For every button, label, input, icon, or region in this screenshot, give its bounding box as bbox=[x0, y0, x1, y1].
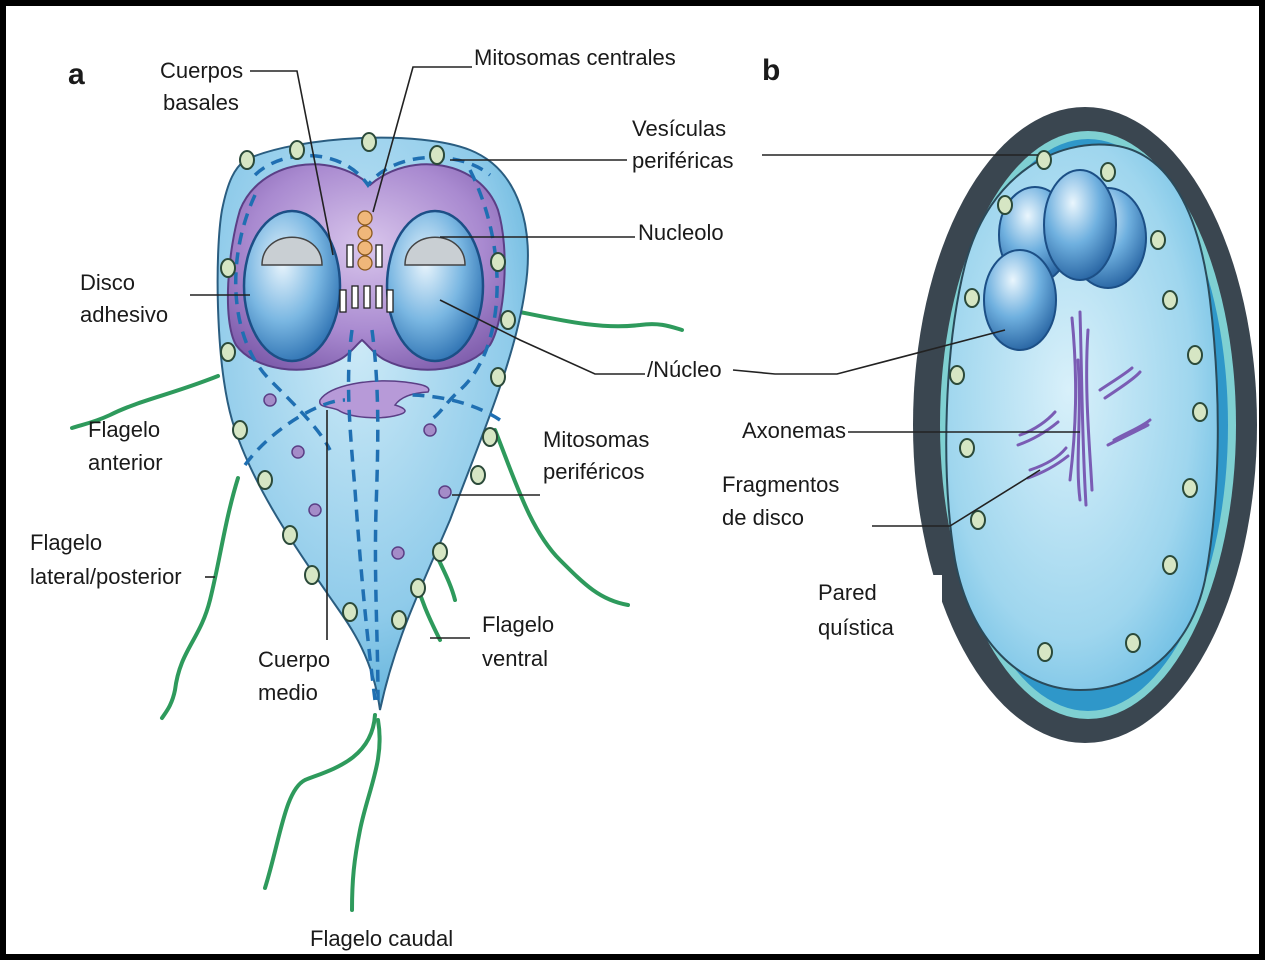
label-cuerpo-medio-2: medio bbox=[258, 680, 318, 705]
flagelo-posterior-right bbox=[495, 430, 628, 605]
flagelo-lateral bbox=[162, 478, 238, 718]
wall-notch bbox=[930, 575, 942, 607]
label-mitosomas-perifericos-2: periféricos bbox=[543, 459, 644, 484]
label-pared-1: Pared bbox=[818, 580, 877, 605]
flagelo-anterior-right bbox=[510, 310, 682, 330]
nucleo-derecho bbox=[387, 211, 483, 361]
label-fragmentos-1: Fragmentos bbox=[722, 472, 839, 497]
label-mitosomas-centrales: Mitosomas centrales bbox=[474, 45, 676, 70]
trophozoite bbox=[72, 133, 682, 910]
flagelo-caudal-2 bbox=[352, 720, 380, 910]
nucleo-izquierdo bbox=[244, 211, 340, 361]
label-disco-1: Disco bbox=[80, 270, 135, 295]
label-vesiculas-2: periféricas bbox=[632, 148, 733, 173]
cyst bbox=[913, 107, 1257, 743]
label-vesiculas-1: Vesículas bbox=[632, 116, 726, 141]
label-flagelo-caudal: Flagelo caudal bbox=[310, 926, 453, 951]
label-pared-2: quística bbox=[818, 615, 895, 640]
label-nucleo: /Núcleo bbox=[647, 357, 722, 382]
label-cuerpos-basales-1: Cuerpos bbox=[160, 58, 243, 83]
flagelo-caudal-1 bbox=[265, 715, 375, 888]
label-nucleolo: Nucleolo bbox=[638, 220, 724, 245]
label-fragmentos-2: de disco bbox=[722, 505, 804, 530]
panel-b-label: b bbox=[762, 54, 780, 87]
label-flagelo-ventral-1: Flagelo bbox=[482, 612, 554, 637]
label-flagelo-ventral-2: ventral bbox=[482, 646, 548, 671]
label-flagelo-anterior-2: anterior bbox=[88, 450, 163, 475]
label-axonemas: Axonemas bbox=[742, 418, 846, 443]
panel-a-label: a bbox=[68, 58, 85, 91]
label-cuerpo-medio-1: Cuerpo bbox=[258, 647, 330, 672]
label-disco-2: adhesivo bbox=[80, 302, 168, 327]
label-mitosomas-perifericos-1: Mitosomas bbox=[543, 427, 649, 452]
label-cuerpos-basales-2: basales bbox=[163, 90, 239, 115]
label-flagelo-lateral-2: lateral/posterior bbox=[30, 564, 182, 589]
label-flagelo-anterior-1: Flagelo bbox=[88, 417, 160, 442]
label-flagelo-lateral-1: Flagelo bbox=[30, 530, 102, 555]
